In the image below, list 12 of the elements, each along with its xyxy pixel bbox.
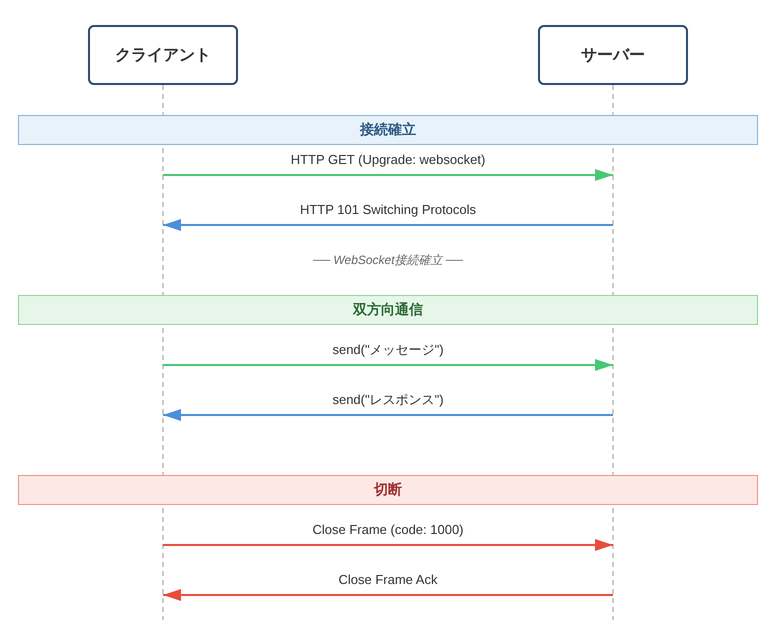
message-arrow	[163, 169, 613, 181]
message-arrow	[163, 589, 613, 601]
section-band: 切断	[18, 475, 758, 505]
participant-box: クライアント	[88, 25, 238, 85]
section-band: 双方向通信	[18, 295, 758, 325]
message-arrow	[163, 359, 613, 371]
message-arrow	[163, 539, 613, 551]
message-arrow	[163, 409, 613, 421]
participant-box: サーバー	[538, 25, 688, 85]
message-arrow	[163, 219, 613, 231]
section-band: 接続確立	[18, 115, 758, 145]
note-text: ── WebSocket接続確立 ──	[313, 252, 463, 268]
